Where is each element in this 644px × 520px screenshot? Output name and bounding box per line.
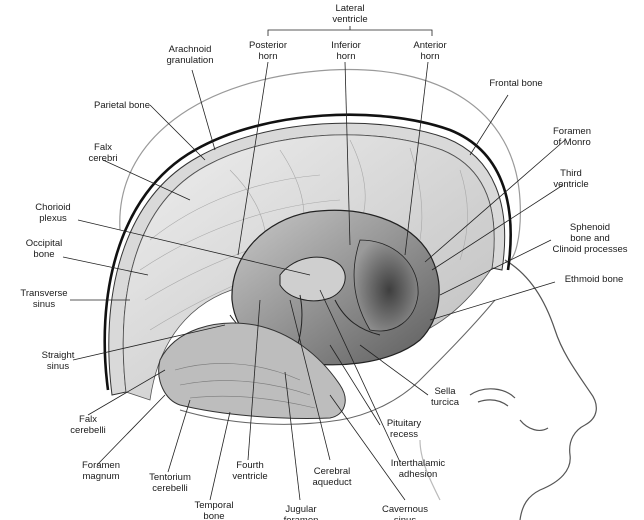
label-posterior-horn: Posterior horn — [236, 40, 300, 62]
label-arachnoid-granulation: Arachnoid granulation — [148, 44, 232, 66]
label-cavernous-sinus: Cavernous sinus — [372, 504, 438, 520]
lateral-ventricle-bracket — [268, 26, 432, 36]
label-anterior-horn: Anterior horn — [398, 40, 462, 62]
label-sella-turcica: Sella turcica — [418, 386, 472, 408]
label-transverse-sinus: Transverse sinus — [12, 288, 76, 310]
label-ethmoid-bone: Ethmoid bone — [552, 274, 636, 285]
label-jugular-foramen: Jugular foramen — [270, 504, 332, 520]
label-tentorium-cerebelli: Tentorium cerebelli — [138, 472, 202, 494]
label-temporal-bone: Temporal bone — [184, 500, 244, 520]
label-occipital-bone: Occipital bone — [14, 238, 74, 260]
label-falx-cerebri: Falx cerebri — [76, 142, 130, 164]
label-parietal-bone: Parietal bone — [82, 100, 162, 111]
label-straight-sinus: Straight sinus — [30, 350, 86, 372]
label-third-ventricle: Third ventricle — [540, 168, 602, 190]
label-sphenoid-bone: Sphenoid bone and Clinoid processes — [540, 222, 640, 255]
label-foramen-of-monro: Foramen of Monro — [538, 126, 606, 148]
label-fourth-ventricle: Fourth ventricle — [218, 460, 282, 482]
label-pituitary-recess: Pituitary recess — [374, 418, 434, 440]
label-frontal-bone: Frontal bone — [478, 78, 554, 89]
label-cerebral-aqueduct: Cerebral aqueduct — [300, 466, 364, 488]
label-interthalamic-adhesion: Interthalamic adhesion — [376, 458, 460, 480]
label-lateral-ventricle: Lateral ventricle — [318, 3, 382, 25]
label-choroid-plexus: Chorioid plexus — [22, 202, 84, 224]
label-inferior-horn: Inferior horn — [314, 40, 378, 62]
label-foramen-magnum: Foramen magnum — [70, 460, 132, 482]
label-falx-cerebelli: Falx cerebelli — [58, 414, 118, 436]
